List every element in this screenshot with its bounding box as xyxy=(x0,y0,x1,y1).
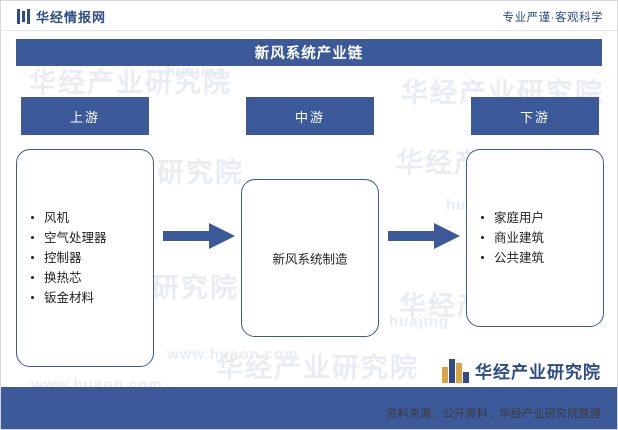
node-box-downstream: 家庭用户 商业建筑 公共建筑 xyxy=(466,149,604,327)
list-item: 换热芯 xyxy=(31,268,107,288)
arrow-midstream-to-downstream xyxy=(388,223,460,249)
stage-label-upstream: 上游 xyxy=(21,97,149,135)
page-title: 新风系统产业链 xyxy=(254,46,364,62)
chart-title-bar: 新风系统产业链 xyxy=(16,39,602,66)
stage-label-downstream: 下游 xyxy=(471,97,599,135)
list-item: 空气处理器 xyxy=(31,228,107,248)
page-header: 华经情报网 专业严谨·客观科学 xyxy=(1,1,617,31)
source-note: 资料来源：公开资料、华经产业研究院整理 xyxy=(386,408,601,420)
watermark-text: 华经产业研究院 xyxy=(29,68,232,98)
site-logo[interactable]: 华经情报网 xyxy=(17,7,106,26)
list-item: 钣金材料 xyxy=(31,288,107,308)
brand-bars-icon xyxy=(442,358,469,383)
stage-label-midstream: 中游 xyxy=(246,97,374,135)
node-box-upstream: 风机 空气处理器 控制器 换热芯 钣金材料 xyxy=(16,149,154,367)
list-item: 风机 xyxy=(31,208,107,228)
list-item: 控制器 xyxy=(31,248,107,268)
downstream-item-list: 家庭用户 商业建筑 公共建筑 xyxy=(481,208,544,268)
node-box-midstream: 新风系统制造 xyxy=(241,179,379,337)
list-item: 公共建筑 xyxy=(481,248,544,268)
watermark-text: huajing xyxy=(389,313,450,330)
midstream-label: 新风系统制造 xyxy=(272,252,348,267)
logo-bars-icon xyxy=(17,9,30,24)
watermark-text: 华经产业研究院 xyxy=(216,353,419,383)
logo-text: 华经情报网 xyxy=(36,10,107,25)
brand-name: 华经产业研究院 xyxy=(475,363,601,382)
upstream-item-list: 风机 空气处理器 控制器 换热芯 钣金材料 xyxy=(31,208,107,308)
footer-bar xyxy=(1,387,617,429)
list-item: 家庭用户 xyxy=(481,208,544,228)
header-slogan: 专业严谨·客观科学 xyxy=(502,12,603,24)
footer-brand: 华经产业研究院 xyxy=(442,358,601,383)
watermark-text: www.huaon.com xyxy=(167,346,299,363)
arrow-upstream-to-midstream xyxy=(163,223,235,249)
list-item: 商业建筑 xyxy=(481,228,544,248)
